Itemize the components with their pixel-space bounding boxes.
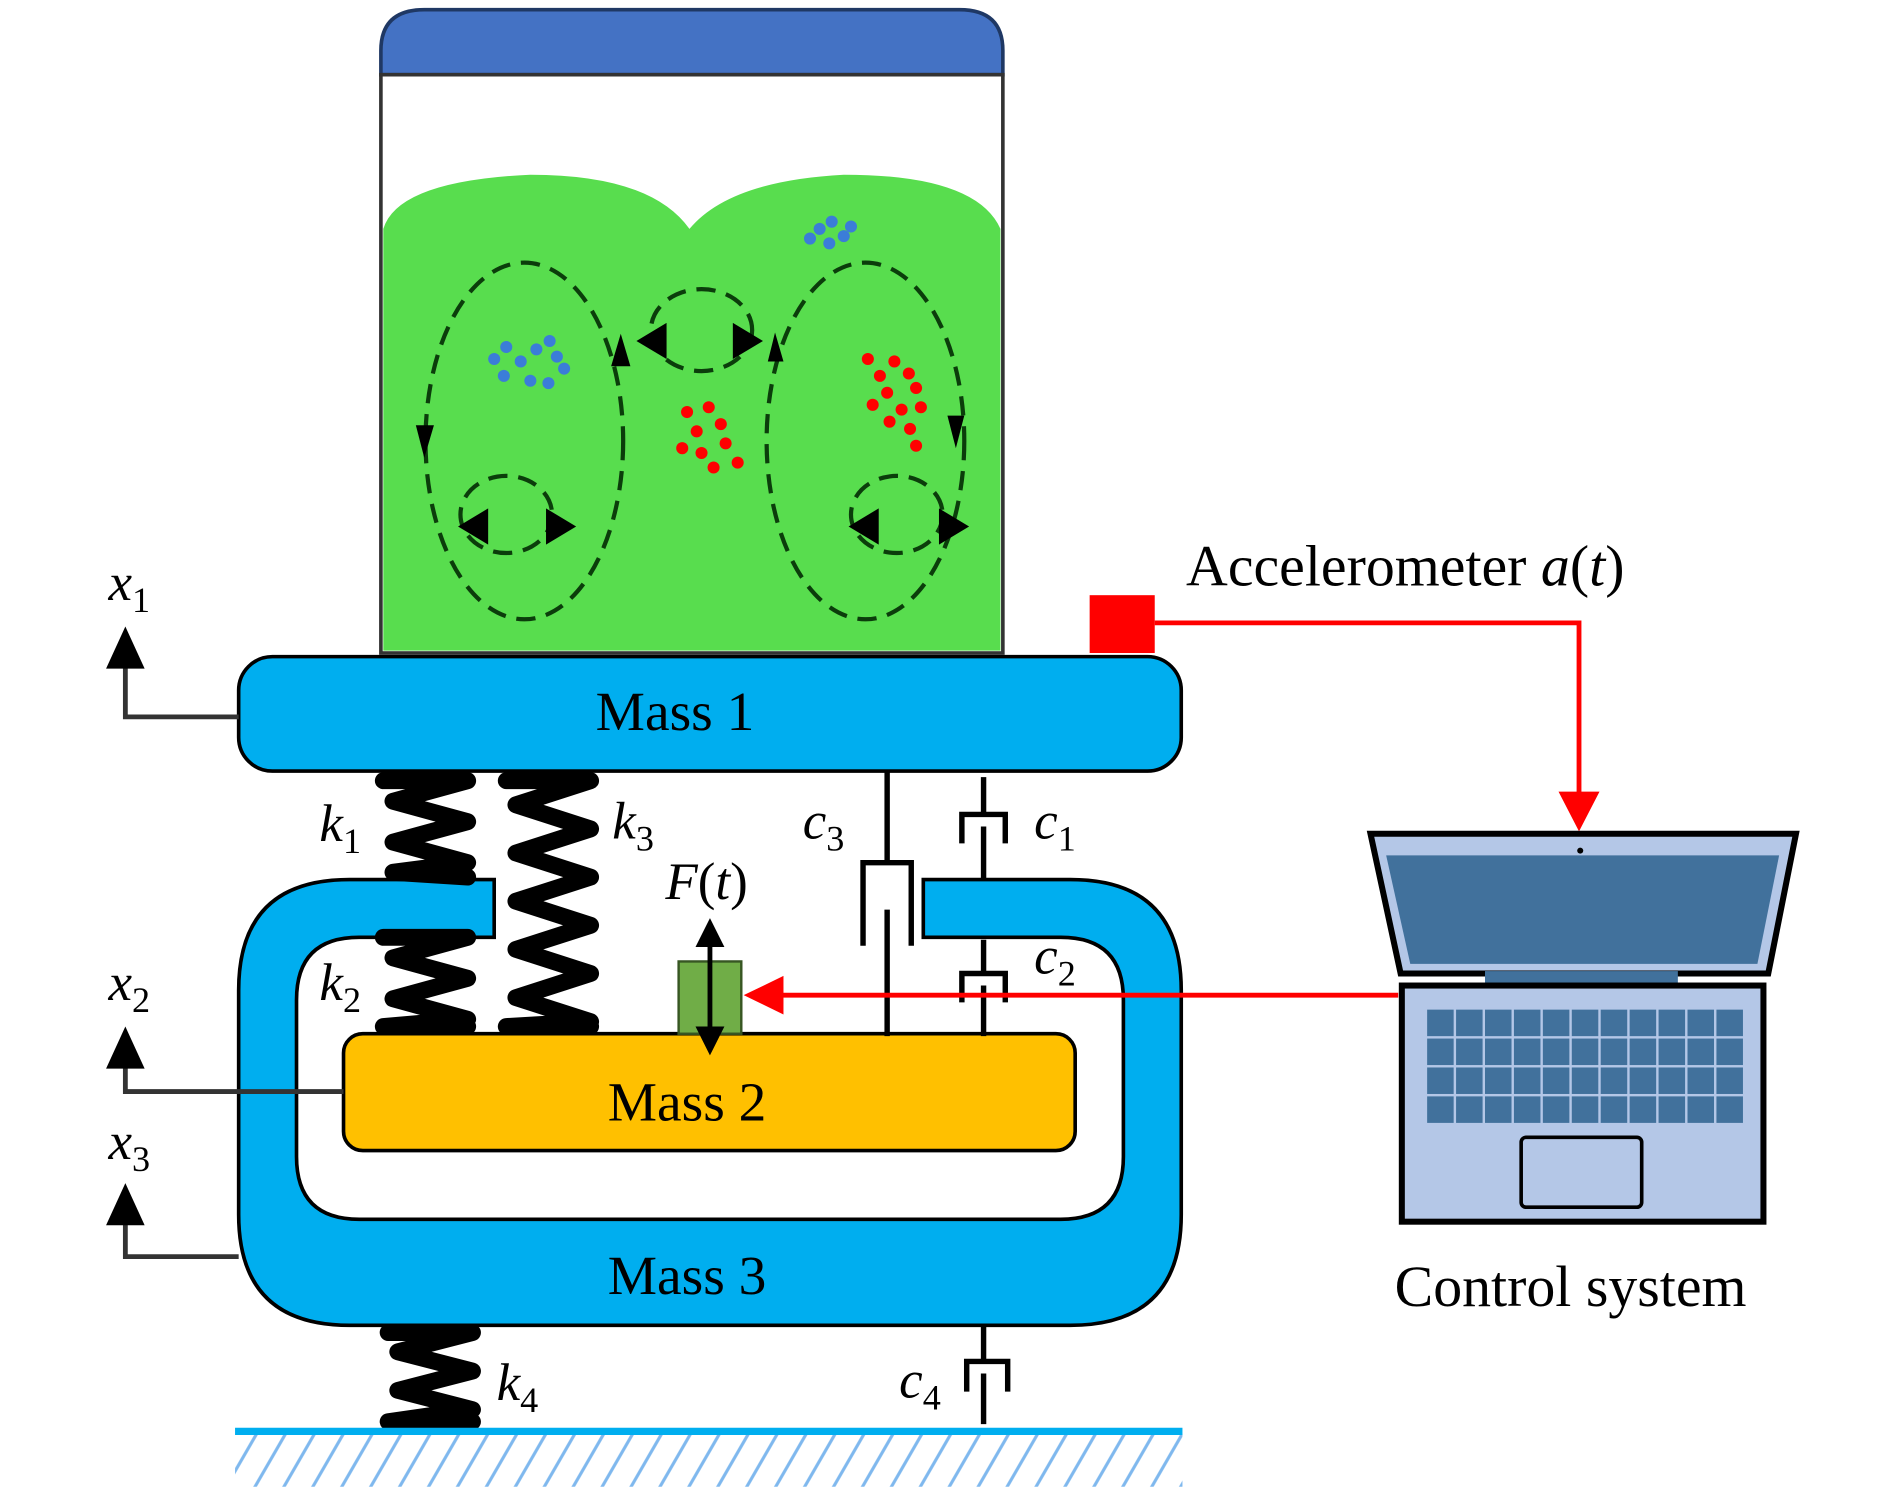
displacement-arrowheads (106, 626, 145, 1226)
label-control-system: Control system (1395, 1254, 1747, 1319)
keyboard-key (1629, 1038, 1657, 1066)
force-arrow-up-icon (695, 918, 725, 947)
label-c1: c1 (1034, 793, 1076, 859)
keyboard-key (1716, 1067, 1743, 1094)
particles-blue (488, 215, 858, 390)
label-k3: k3 (612, 793, 654, 859)
x2-arrow (122, 1057, 344, 1094)
keyboard-key (1658, 1038, 1686, 1066)
keyboard-key (1513, 1096, 1541, 1123)
keyboard-key (1716, 1038, 1743, 1066)
springs (374, 772, 600, 1431)
signal-arrow-to-actuator-icon (743, 975, 784, 1015)
keyboard-key (1687, 1038, 1715, 1066)
accelerometer-sensor (1089, 595, 1155, 654)
label-x1: x1 (107, 554, 150, 620)
keyboard-key (1571, 1009, 1599, 1037)
dampers (860, 771, 1011, 1425)
keyboard-key (1658, 1067, 1686, 1094)
damper-c2 (959, 939, 1008, 1037)
keyboard-key (1456, 1038, 1483, 1066)
keyboard (1424, 1007, 1743, 1126)
flow-loops (423, 260, 967, 622)
force-arrow-down-icon (695, 1026, 725, 1056)
damper-c4 (963, 1325, 1011, 1425)
mass3: Mass 3 (236, 877, 1184, 1328)
keyboard-key (1456, 1096, 1483, 1123)
mass1-label: Mass 1 (596, 681, 755, 742)
keyboard-key (1629, 1096, 1657, 1123)
keyboard-key (1542, 1096, 1570, 1123)
signal-lines (743, 595, 1600, 1015)
mass2: Mass 2 (341, 1031, 1077, 1153)
keyboard-key (1600, 1096, 1628, 1123)
keyboard-key (1542, 1067, 1570, 1094)
particles-red (676, 353, 927, 474)
keyboard-key (1427, 1067, 1454, 1094)
signal-arrow-to-laptop-icon (1558, 791, 1600, 832)
label-k2: k2 (319, 954, 361, 1020)
mass1: Mass 1 (236, 654, 1184, 773)
keyboard-key (1542, 1038, 1570, 1066)
ground (235, 1427, 1183, 1487)
displacement-arrows (122, 656, 344, 1260)
flow-arrowheads (415, 322, 970, 545)
label-k1: k1 (319, 795, 361, 861)
keyboard-key (1571, 1067, 1599, 1094)
label-accelerometer: Accelerometer a(t) (1186, 534, 1624, 599)
mass2-label: Mass 2 (608, 1071, 767, 1132)
keyboard-key (1571, 1096, 1599, 1123)
keyboard-key (1600, 1009, 1628, 1037)
keyboard-key (1687, 1067, 1715, 1094)
label-x3: x3 (107, 1113, 150, 1179)
keyboard-key (1427, 1038, 1454, 1066)
keyboard-key (1571, 1038, 1599, 1066)
damper-c1 (959, 777, 1008, 880)
tank-lid (379, 7, 1005, 77)
keyboard-key (1513, 1038, 1541, 1066)
mass1-body (236, 654, 1184, 773)
label-c2: c2 (1034, 928, 1076, 994)
keyboard-key (1427, 1096, 1454, 1123)
keyboard-key (1485, 1096, 1512, 1123)
keyboard-key (1629, 1009, 1657, 1037)
keyboard-key (1456, 1009, 1483, 1037)
label-k4: k4 (497, 1354, 539, 1420)
spring-k3 (497, 772, 600, 1035)
mass3-frame (236, 877, 1184, 1328)
label-x2: x2 (107, 954, 150, 1020)
keyboard-key (1485, 1038, 1512, 1066)
keyboard-key (1513, 1009, 1541, 1037)
keyboard-key (1513, 1067, 1541, 1094)
keyboard-key (1658, 1009, 1686, 1037)
spring-k1 (374, 772, 477, 886)
keyboard-key (1687, 1096, 1715, 1123)
keyboard-key (1629, 1067, 1657, 1094)
actuator (677, 918, 743, 1056)
label-force: F(t) (664, 853, 747, 911)
keyboard-key (1716, 1096, 1743, 1123)
spring-k4 (379, 1324, 481, 1431)
keyboard-key (1542, 1009, 1570, 1037)
damper-c3 (860, 771, 914, 1037)
keyboard-key (1456, 1067, 1483, 1094)
tank (379, 7, 1005, 655)
keyboard-key (1658, 1096, 1686, 1123)
laptop-icon (1366, 830, 1800, 1225)
keyboard-key (1687, 1009, 1715, 1037)
x1-arrow (122, 656, 239, 720)
keyboard-key (1716, 1009, 1743, 1037)
label-c4: c4 (899, 1352, 941, 1418)
keyboard-key (1600, 1067, 1628, 1094)
spring-k2 (374, 928, 477, 1035)
x3-arrow (122, 1214, 239, 1260)
label-c3: c3 (803, 793, 845, 859)
keyboard-key (1485, 1009, 1512, 1037)
keyboard-key (1485, 1067, 1512, 1094)
keyboard-key (1600, 1038, 1628, 1066)
mass3-label: Mass 3 (608, 1245, 767, 1306)
keyboard-key (1427, 1009, 1454, 1037)
